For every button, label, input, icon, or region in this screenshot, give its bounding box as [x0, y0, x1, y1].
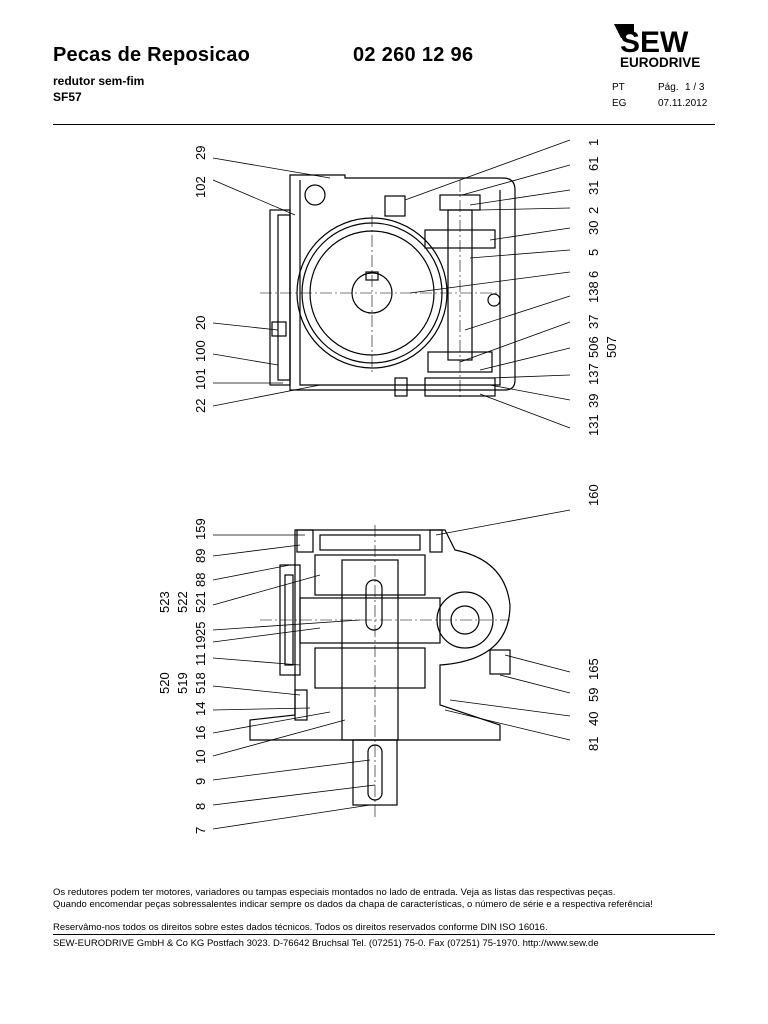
- callout-131: 131: [586, 414, 601, 436]
- callout-1: 1: [586, 139, 601, 146]
- part-number: 02 260 12 96: [353, 44, 474, 66]
- callout-88: 88: [193, 573, 208, 587]
- callout-8: 8: [193, 803, 208, 810]
- top-view-labels-left: 29 102 20 100 101 22: [193, 146, 208, 413]
- sew-eurodrive-logo: SEW EURODRIVE: [614, 24, 700, 70]
- callout-14: 14: [193, 702, 208, 716]
- callout-89: 89: [193, 549, 208, 563]
- callout-137: 137: [586, 363, 601, 385]
- footer-note-motors: Os redutores podem ter motores, variador…: [53, 887, 616, 898]
- footer-note-ordering: Quando encomendar peças sobressalentes i…: [53, 899, 653, 910]
- callout-81: 81: [586, 737, 601, 751]
- exploded-view-drawing: 29 102 20 100 101 22 1 61 31 2 30 5 6 13…: [157, 139, 619, 834]
- callout-22: 22: [193, 399, 208, 413]
- language-code: PT: [612, 82, 625, 93]
- bottom-view-labels-right: 160 165 59 40 81: [586, 484, 601, 751]
- callout-19: 19: [193, 636, 208, 650]
- callout-9: 9: [193, 778, 208, 785]
- callout-520: 520: [157, 672, 172, 694]
- header-divider: [53, 124, 715, 125]
- callout-7: 7: [193, 827, 208, 834]
- callout-523: 523: [157, 591, 172, 613]
- callout-522: 522: [175, 591, 190, 613]
- callout-29: 29: [193, 146, 208, 160]
- page-label: Pág.: [658, 82, 679, 93]
- callout-160: 160: [586, 484, 601, 506]
- footer-company-address: SEW-EURODRIVE GmbH & Co KG Postfach 3023…: [53, 938, 599, 949]
- page-number: 1 / 3: [685, 82, 705, 93]
- callout-16: 16: [193, 726, 208, 740]
- callout-519: 519: [175, 672, 190, 694]
- logo-text-sew: SEW: [620, 26, 689, 59]
- callout-518: 518: [193, 672, 208, 694]
- callout-20: 20: [193, 316, 208, 330]
- product-model: SF57: [53, 90, 82, 104]
- callout-2: 2: [586, 207, 601, 214]
- top-view-leader-lines: [212, 139, 571, 429]
- callout-37: 37: [586, 315, 601, 329]
- callout-59: 59: [586, 688, 601, 702]
- top-view-labels-right: 1 61 31 2 30 5 6 138 37 506 507 137 39 1…: [586, 139, 619, 436]
- callout-101: 101: [193, 368, 208, 390]
- callout-31: 31: [586, 181, 601, 195]
- footer-divider: [53, 934, 715, 935]
- product-subtitle: redutor sem-fim: [53, 74, 145, 88]
- callout-25: 25: [193, 622, 208, 636]
- callout-39: 39: [586, 394, 601, 408]
- callout-40: 40: [586, 712, 601, 726]
- callout-30: 30: [586, 221, 601, 235]
- callout-10: 10: [193, 750, 208, 764]
- callout-102: 102: [193, 176, 208, 198]
- callout-61: 61: [586, 157, 601, 171]
- edition-code: EG: [612, 98, 627, 109]
- callout-138: 138: [586, 281, 601, 303]
- footer-copyright: Reservâmo-nos todos os direitos sobre es…: [53, 922, 548, 933]
- document-date: 07.11.2012: [658, 98, 708, 109]
- callout-507: 507: [604, 336, 619, 358]
- callout-506: 506: [586, 336, 601, 358]
- top-view-gearbox: [260, 174, 516, 400]
- logo-text-eurodrive: EURODRIVE: [620, 55, 700, 70]
- callout-521: 521: [193, 591, 208, 613]
- bottom-view-gearbox: [249, 525, 511, 820]
- callout-11: 11: [193, 653, 208, 667]
- callout-100: 100: [193, 340, 208, 362]
- callout-159: 159: [193, 518, 208, 540]
- page-title: Pecas de Reposicao: [53, 44, 251, 66]
- bottom-view-labels-left: 159 89 88 521 522 523 25 19 11 518 519 5…: [157, 518, 208, 834]
- callout-165: 165: [586, 658, 601, 680]
- bottom-view-leader-lines: [212, 509, 571, 830]
- callout-6: 6: [586, 271, 601, 278]
- callout-5: 5: [586, 249, 601, 256]
